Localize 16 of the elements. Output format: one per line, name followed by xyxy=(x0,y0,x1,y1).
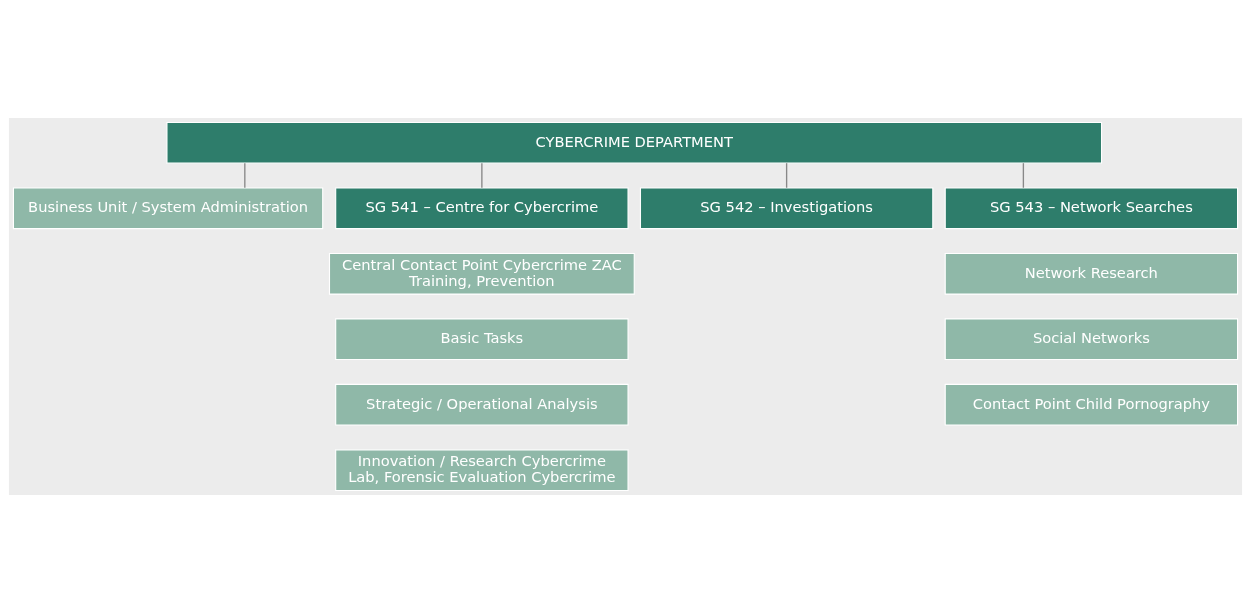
node-box: SG 542 – Investigations xyxy=(639,186,934,229)
node-box: Strategic / Operational Analysis xyxy=(335,383,629,426)
node-box: SG 543 – Network Searches xyxy=(944,186,1239,229)
node-box: Social Networks xyxy=(944,317,1239,360)
node-box: Central Contact Point Cybercrime ZAC Training, Prevention xyxy=(328,252,635,295)
node-box: Innovation / Research Cybercrime Lab, Forensic Evaluation Cybercrime xyxy=(335,448,629,491)
connector xyxy=(244,162,246,188)
connector xyxy=(1022,162,1025,188)
node-box: SG 541 – Centre for Cybercrime xyxy=(335,186,629,229)
node-box: Business Unit / System Administration xyxy=(12,186,324,229)
node-box: Basic Tasks xyxy=(335,317,629,360)
node-box: CYBERCRIME DEPARTMENT xyxy=(166,121,1103,164)
node-box: Network Research xyxy=(944,252,1239,295)
connector xyxy=(785,162,788,188)
connector xyxy=(481,162,483,188)
node-box: Contact Point Child Pornography xyxy=(944,383,1239,426)
